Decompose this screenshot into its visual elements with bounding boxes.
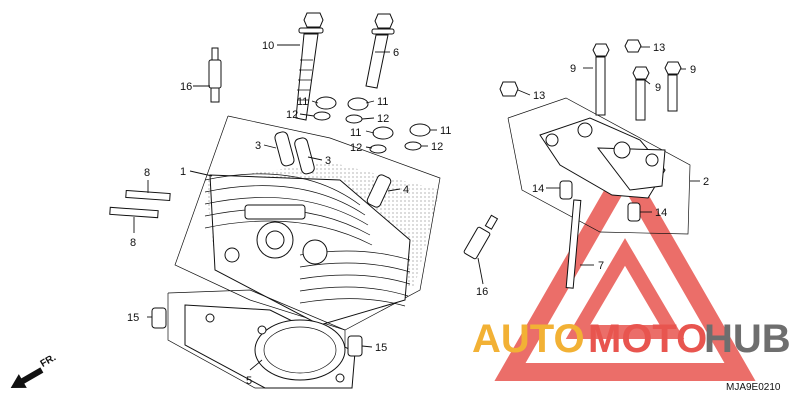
callout-11: 11 (440, 125, 451, 137)
watermark-part-3: HUB (704, 317, 791, 361)
callout-10: 10 (262, 40, 274, 52)
leader-lines (133, 44, 700, 371)
callout-12: 12 (431, 141, 443, 153)
callout-15: 15 (127, 312, 139, 324)
stud-7 (565, 199, 582, 289)
dowel-pin-lower (347, 335, 363, 357)
callout-7: 7 (598, 260, 604, 272)
spark-plug-lower (463, 214, 499, 260)
watermark-part-1: AUTO (472, 317, 585, 361)
valve-guides (274, 131, 315, 175)
callout-15: 15 (375, 342, 387, 354)
callout-3: 3 (255, 140, 261, 152)
callout-5: 5 (246, 375, 252, 387)
dowel-14-right (627, 202, 641, 222)
callout-2: 2 (703, 176, 709, 188)
rocker-holder (507, 97, 691, 235)
dowel-pin-upper (151, 307, 167, 329)
callout-13: 13 (533, 90, 545, 102)
callout-12: 12 (286, 109, 298, 121)
callout-11: 11 (350, 127, 361, 139)
callout-16: 16 (476, 286, 488, 298)
callout-12: 12 (377, 113, 389, 125)
callout-14: 14 (655, 207, 667, 219)
callout-9: 9 (570, 63, 576, 75)
callout-14: 14 (532, 183, 544, 195)
watermark-logo: AUTO MOTO HUB (472, 317, 791, 361)
oil-tube (366, 174, 392, 208)
callout-8: 8 (144, 167, 150, 179)
callout-4: 4 (403, 184, 409, 196)
callout-16: 16 (180, 81, 192, 93)
callout-1: 1 (180, 166, 186, 178)
callout-labels: 10 6 16 11 12 11 12 11 12 11 12 3 3 1 4 … (127, 40, 709, 387)
callout-6: 6 (393, 47, 399, 59)
diagram-code: MJA9E0210 (726, 382, 781, 393)
stud-bolts (109, 189, 171, 219)
callout-9: 9 (690, 64, 696, 76)
callout-12: 12 (350, 142, 362, 154)
callout-11: 11 (297, 96, 308, 108)
front-label: FR. (39, 352, 59, 370)
holder-bolts (499, 39, 682, 121)
callout-13: 13 (653, 42, 665, 54)
callout-3: 3 (325, 155, 331, 167)
bolt-6 (365, 13, 395, 89)
spark-plug-upper (208, 47, 222, 103)
dowel-14-left (559, 180, 573, 200)
callout-8: 8 (130, 237, 136, 249)
nut-washer-set (313, 96, 431, 154)
bolt-10 (295, 12, 324, 121)
front-direction-arrow: FR. (10, 352, 59, 388)
callout-9: 9 (655, 82, 661, 94)
head-gasket (167, 289, 356, 389)
callout-11: 11 (377, 96, 388, 108)
watermark-part-2: MOTO (588, 317, 707, 361)
